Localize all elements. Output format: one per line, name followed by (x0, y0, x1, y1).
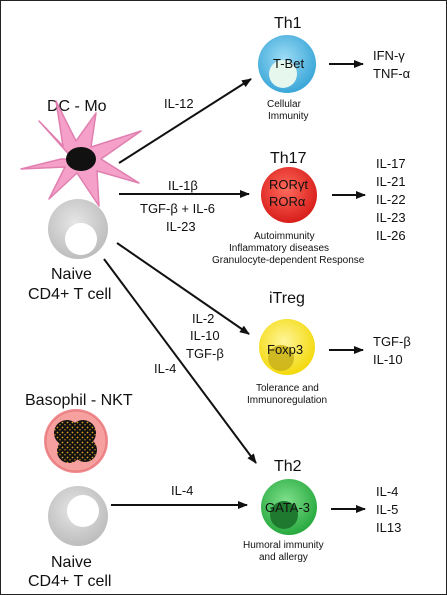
arrow-th17-label-2: TGF-β + IL-6 (140, 201, 215, 216)
th17-cytokine-4: IL-23 (376, 210, 406, 225)
arrow-th1-label: IL-12 (164, 96, 194, 111)
arrow-to-itreg (116, 242, 250, 335)
arrow-to-th2-long (103, 258, 257, 464)
arrow-th2-short-label: IL-4 (171, 483, 193, 498)
th17-function-2: Inflammatory diseases (229, 243, 329, 254)
th17-cytokine-1: IL-17 (376, 156, 406, 171)
th2-cytokine-1: IL-4 (376, 484, 398, 499)
th17-cytokine-5: IL-26 (376, 228, 406, 243)
arrow-th2-long-label: IL-4 (154, 361, 176, 376)
th2-cytokine-2: IL-5 (376, 502, 398, 517)
th17-tf-2: RORα (269, 194, 306, 209)
th2-cell-icon (261, 479, 317, 535)
dc-mo-label: DC - Mo (47, 98, 107, 115)
th1-function-1: Cellular (267, 99, 302, 110)
th2-function-2: and allergy (259, 552, 308, 563)
basophil-cell-icon (44, 409, 108, 473)
itreg-cytokine-2: IL-10 (373, 352, 403, 367)
naive-top-label-1: Naive (51, 266, 92, 283)
itreg-cytokine-1: TGF-β (373, 334, 411, 349)
th17-cytokine-2: IL-21 (376, 174, 406, 189)
naive-cell-bottom-icon (48, 486, 108, 546)
naive-cell-top-icon (48, 199, 108, 259)
naive-bottom-label-1: Naive (51, 554, 92, 571)
arrow-itreg-label-3: TGF-β (186, 346, 224, 361)
arrow-to-th1 (118, 78, 252, 164)
th17-cell-icon (261, 167, 317, 223)
th17-function-1: Autoimmunity (254, 231, 315, 242)
th2-tf: GATA-3 (265, 500, 310, 515)
dendritic-cell-icon (20, 100, 142, 207)
arrow-th17-label-3: IL-23 (166, 219, 196, 234)
th1-title: Th1 (274, 15, 302, 32)
th1-tf: T-Bet (273, 56, 304, 71)
naive-top-label-2: CD4+ T cell (28, 286, 111, 303)
itreg-title: iTreg (269, 290, 305, 307)
th17-cytokine-3: IL-22 (376, 192, 406, 207)
th1-cytokine-2: TNF-α (373, 66, 411, 81)
th2-cytokine-3: IL13 (376, 520, 401, 535)
itreg-function-1: Tolerance and (256, 383, 319, 394)
itreg-cell-icon (259, 319, 315, 375)
arrow-th17-label-1: IL-1β (168, 178, 198, 193)
th17-tf-1: RORγt (269, 177, 308, 192)
th2-function-1: Humoral immunity (243, 540, 324, 551)
itreg-function-2: Immunoregulation (247, 395, 327, 406)
arrow-itreg-label-1: IL-2 (192, 311, 214, 326)
th2-title: Th2 (274, 458, 302, 475)
th1-cytokine-1: IFN-γ (373, 48, 405, 63)
naive-bottom-label-2: CD4+ T cell (28, 573, 111, 590)
arrow-itreg-label-2: IL-10 (190, 328, 220, 343)
basophil-nkt-label: Basophil - NKT (25, 392, 133, 409)
th17-function-3: Granulocyte-dependent Response (212, 255, 365, 266)
itreg-tf: Foxp3 (267, 342, 303, 357)
th1-cell-icon (258, 35, 316, 93)
th1-function-2: Immunity (268, 111, 309, 122)
th17-title: Th17 (270, 150, 307, 167)
